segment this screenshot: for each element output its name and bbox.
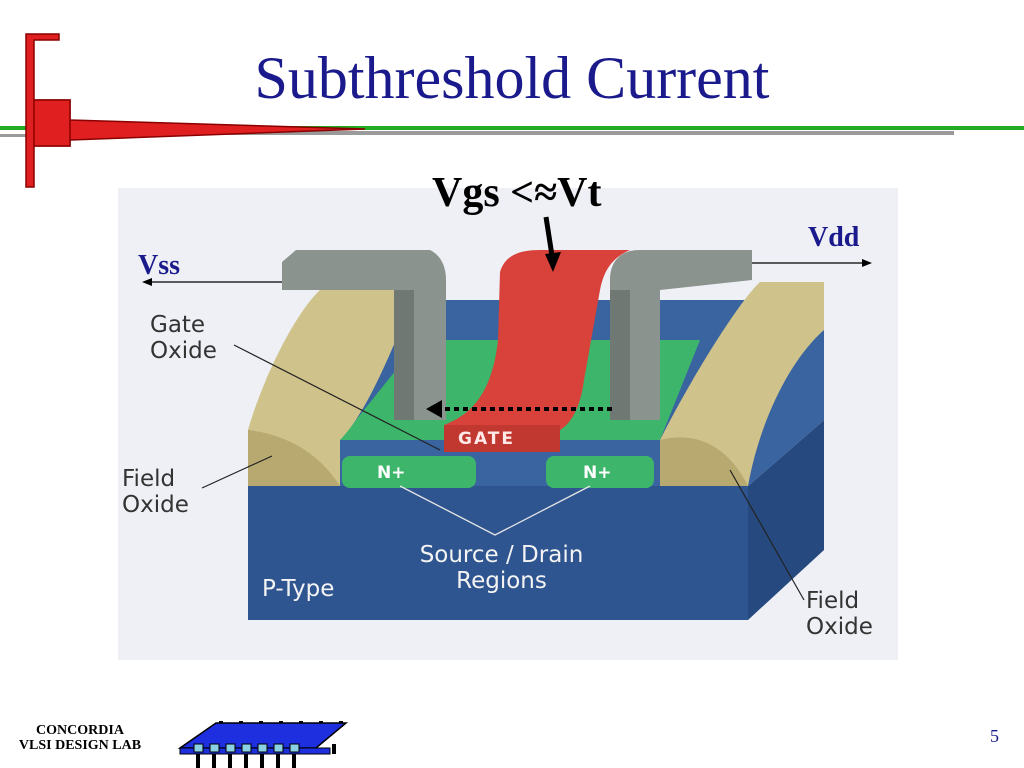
field-oxide-right-front (660, 437, 748, 486)
subthreshold-current-arrowhead (426, 400, 442, 418)
gate-oxide-label: Gate Oxide (150, 312, 217, 365)
footer-lab-line1: CONCORDIA (36, 723, 124, 738)
source-drain-pointer (399, 485, 591, 536)
field-oxide-left-front (248, 430, 340, 486)
vss-arrowhead (142, 278, 152, 286)
header-decoration (0, 33, 1024, 188)
gate-label: GATE (458, 429, 515, 449)
mosfet-diagram (118, 188, 898, 660)
field-oxide-left-pointer (201, 455, 273, 489)
vgs-label: Vgs <≈Vt (432, 170, 602, 216)
gate-oxide-pointer (233, 344, 441, 451)
n-plus-right-region (546, 456, 654, 488)
rule-gray (70, 131, 954, 135)
source-drain-label: Source / Drain Regions (419, 542, 584, 595)
vss-label: Vss (138, 250, 181, 281)
n-plus-right-label: N+ (583, 463, 612, 483)
footer-lab-line2: VLSI DESIGN LAB (18, 737, 142, 753)
n-plus-left-label: N+ (377, 463, 406, 483)
rule-green (0, 126, 1024, 130)
slide-title: Subthreshold Current (254, 45, 770, 111)
field-oxide-left (248, 282, 420, 486)
field-oxide-right-pointer (729, 469, 805, 601)
field-oxide-left-label: Field Oxide (122, 466, 189, 519)
metal-contact-left-edge (394, 290, 414, 420)
slide-number: 5 (990, 726, 999, 746)
substrate-side (748, 420, 824, 620)
n-plus-left-region (342, 456, 476, 488)
vdd-label: Vdd (808, 222, 860, 253)
field-oxide-right (660, 282, 824, 486)
metal-contact-right-edge (610, 290, 630, 420)
p-type-label: P-Type (262, 576, 335, 602)
red-bracket (25, 33, 366, 188)
vdd-arrowhead (862, 259, 872, 267)
gate-poly-front (444, 425, 560, 452)
metal-contact-right (610, 250, 752, 420)
field-oxide-right-label: Field Oxide (806, 588, 873, 641)
chip-logo-icon (177, 721, 349, 768)
red-bracket-block (33, 99, 71, 147)
gate-poly (444, 250, 630, 452)
footer-lab-name: CONCORDIA VLSI DESIGN LAB (0, 723, 160, 753)
substrate-front (248, 486, 748, 620)
vgs-arrowhead (545, 252, 561, 272)
